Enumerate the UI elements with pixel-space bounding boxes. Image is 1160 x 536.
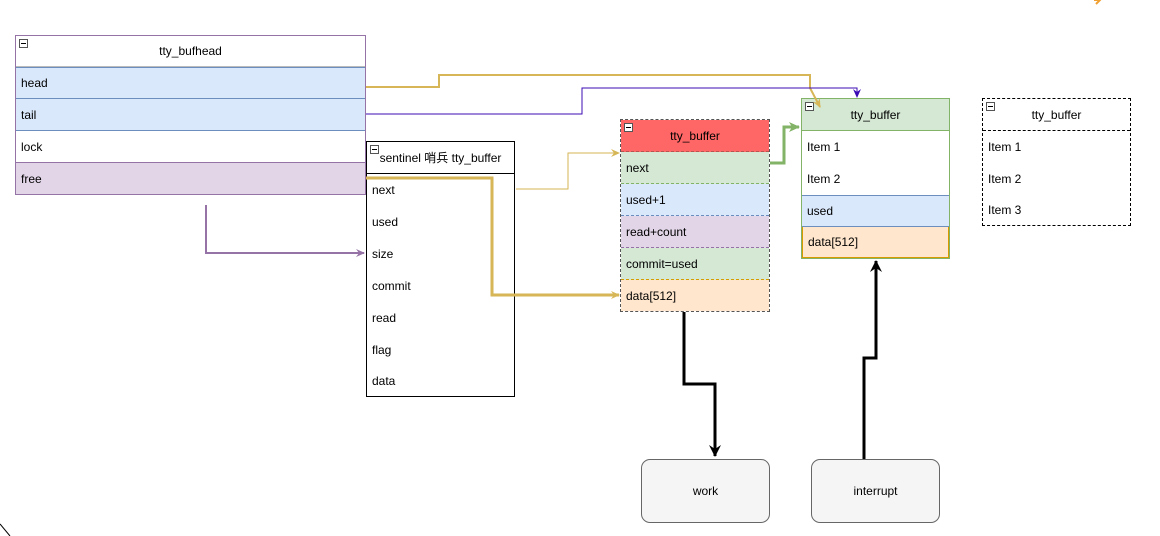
far-buffer-row: Item 3 xyxy=(983,195,1130,225)
sentinel-buffer-table: sentinel 哨兵 tty_buffer next used size co… xyxy=(366,141,515,397)
row-label: commit=used xyxy=(626,256,698,271)
row-label: Item 1 xyxy=(988,140,1022,154)
sentinel-row: data xyxy=(367,366,514,396)
head-link-arrow xyxy=(366,74,821,108)
top-right-fragment xyxy=(1094,0,1102,5)
row-label: Item 3 xyxy=(988,203,1022,217)
right-buffer-row: Item 2 xyxy=(802,163,949,195)
sentinel-row: next xyxy=(367,174,514,206)
right-tty-buffer-table: tty_buffer Item 1 Item 2 used data[512] xyxy=(801,98,950,259)
mid-buffer-header: tty_buffer xyxy=(621,120,769,152)
work-arrow xyxy=(682,312,721,457)
collapse-icon[interactable] xyxy=(19,39,28,48)
collapse-icon[interactable] xyxy=(624,123,633,132)
work-node: work xyxy=(641,459,770,523)
row-label: read+count xyxy=(626,224,687,239)
sentinel-next-arrow xyxy=(516,149,620,190)
row-label: data[512] xyxy=(626,288,677,303)
bufhead-row-lock: lock xyxy=(16,131,365,163)
row-label: used xyxy=(372,215,399,229)
row-label: next xyxy=(372,183,395,197)
collapse-icon[interactable] xyxy=(805,102,814,111)
row-label: read xyxy=(372,311,397,325)
bufhead-row-free: free xyxy=(16,163,365,194)
corner-fragment xyxy=(0,523,11,536)
row-label: used+1 xyxy=(626,192,666,207)
mid-buffer-row-read: read+count xyxy=(621,216,769,248)
tty-bufhead-header: tty_bufhead xyxy=(16,36,365,67)
row-label: data xyxy=(372,374,396,388)
interrupt-arrow xyxy=(862,260,882,459)
far-tty-buffer-table: tty_buffer Item 1 Item 2 Item 3 xyxy=(982,98,1131,226)
right-buffer-header: tty_buffer xyxy=(802,99,949,131)
mid-next-arrow xyxy=(770,122,800,165)
row-label: commit xyxy=(372,279,411,293)
tty-bufhead-table: tty_bufhead head tail lock free xyxy=(15,35,366,195)
mid-buffer-row-data: data[512] xyxy=(621,280,769,311)
right-buffer-row: Item 1 xyxy=(802,131,949,163)
row-label: data[512] xyxy=(808,235,859,249)
mid-tty-buffer-table: tty_buffer next used+1 read+count commit… xyxy=(620,119,770,312)
bufhead-row-tail: tail xyxy=(16,99,365,131)
row-label: head xyxy=(21,76,48,90)
mid-buffer-row-commit: commit=used xyxy=(621,248,769,280)
sentinel-row: commit xyxy=(367,270,514,302)
far-buffer-row: Item 1 xyxy=(983,131,1130,163)
table-title: tty_buffer xyxy=(670,128,720,143)
row-label: flag xyxy=(372,343,392,357)
collapse-icon[interactable] xyxy=(986,102,995,111)
right-buffer-row-used: used xyxy=(802,195,949,227)
row-label: size xyxy=(372,247,394,261)
row-label: Item 2 xyxy=(988,172,1022,186)
row-label: next xyxy=(626,160,649,175)
node-label: work xyxy=(692,484,719,498)
mid-buffer-row-used: used+1 xyxy=(621,184,769,216)
right-buffer-row-data: data[512] xyxy=(802,227,949,258)
row-label: tail xyxy=(21,107,37,122)
row-label: lock xyxy=(21,139,43,154)
sentinel-row: size xyxy=(367,238,514,270)
far-buffer-row: Item 2 xyxy=(983,163,1130,195)
table-title: tty_buffer xyxy=(850,107,901,122)
free-link-arrow xyxy=(205,205,365,257)
tail-link-arrow xyxy=(366,87,861,115)
sentinel-header: sentinel 哨兵 tty_buffer xyxy=(367,142,514,174)
sentinel-row: used xyxy=(367,206,514,238)
sentinel-row: flag xyxy=(367,334,514,366)
row-label: Item 2 xyxy=(807,172,841,186)
collapse-icon[interactable] xyxy=(370,145,379,154)
far-buffer-header: tty_buffer xyxy=(983,99,1130,131)
interrupt-node: interrupt xyxy=(811,459,940,523)
row-label: free xyxy=(21,171,42,186)
table-title: tty_bufhead xyxy=(159,44,222,58)
sentinel-row: read xyxy=(367,302,514,334)
bufhead-row-head: head xyxy=(16,67,365,99)
table-title: tty_buffer xyxy=(1031,107,1082,122)
row-label: Item 1 xyxy=(807,140,841,154)
table-title: sentinel 哨兵 tty_buffer xyxy=(379,151,502,165)
node-label: interrupt xyxy=(853,484,898,498)
mid-buffer-row-next: next xyxy=(621,152,769,184)
row-label: used xyxy=(807,204,834,218)
